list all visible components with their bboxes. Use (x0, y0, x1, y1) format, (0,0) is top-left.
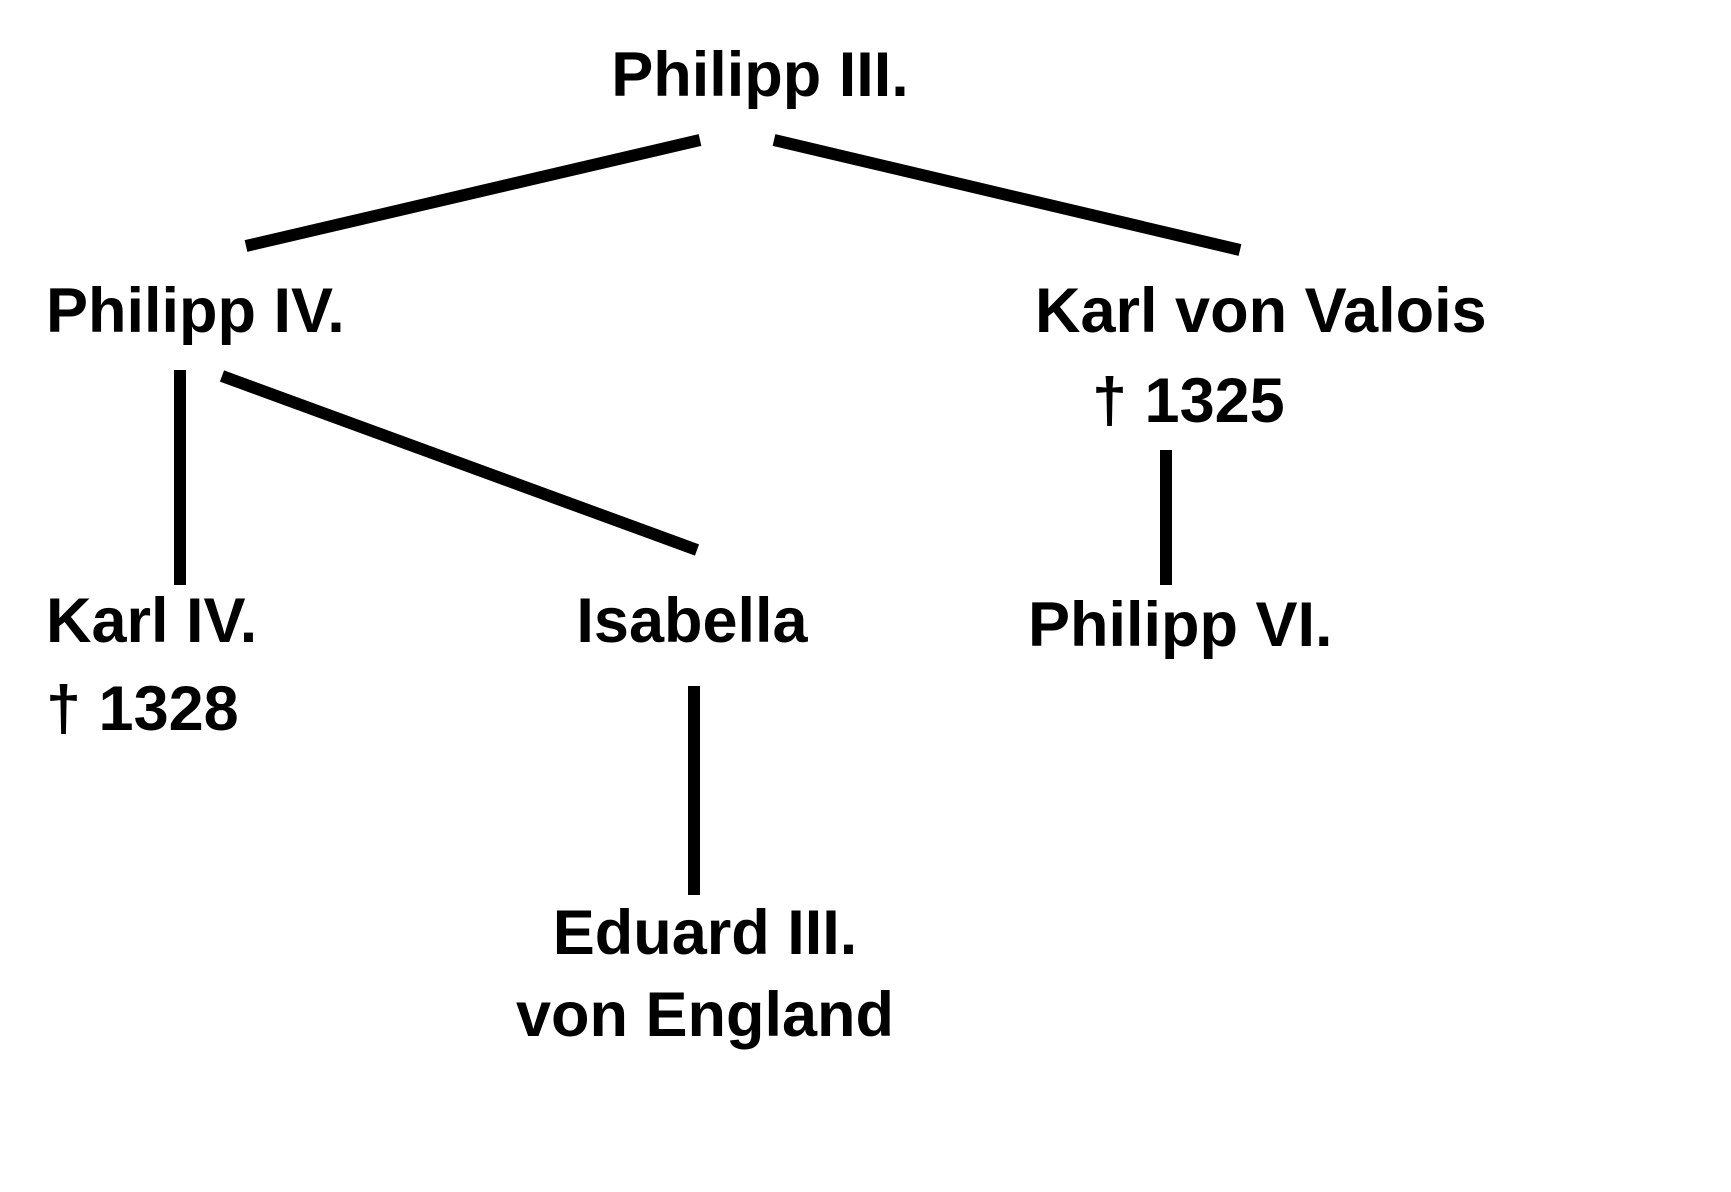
node-karl4: Karl IV. (46, 586, 258, 656)
node-karl-von-valois-death-date: † 1325 (1092, 366, 1285, 436)
edge-philipp3-philipp4 (244, 134, 702, 252)
node-philipp3: Philipp III. (611, 40, 909, 110)
edge-philipp4-isabella (219, 370, 700, 556)
edge-philipp3-karl-von-valois (772, 134, 1242, 256)
node-eduard3-line1: Eduard III. (552, 898, 858, 968)
node-isabella: Isabella (576, 586, 808, 656)
node-karl-von-valois: Karl von Valois (1035, 276, 1487, 346)
node-philipp6: Philipp VI. (1028, 590, 1333, 660)
node-karl4-death-date: † 1328 (46, 674, 239, 744)
node-philipp4: Philipp IV. (46, 276, 345, 346)
node-eduard3-line2: von England (516, 980, 894, 1050)
